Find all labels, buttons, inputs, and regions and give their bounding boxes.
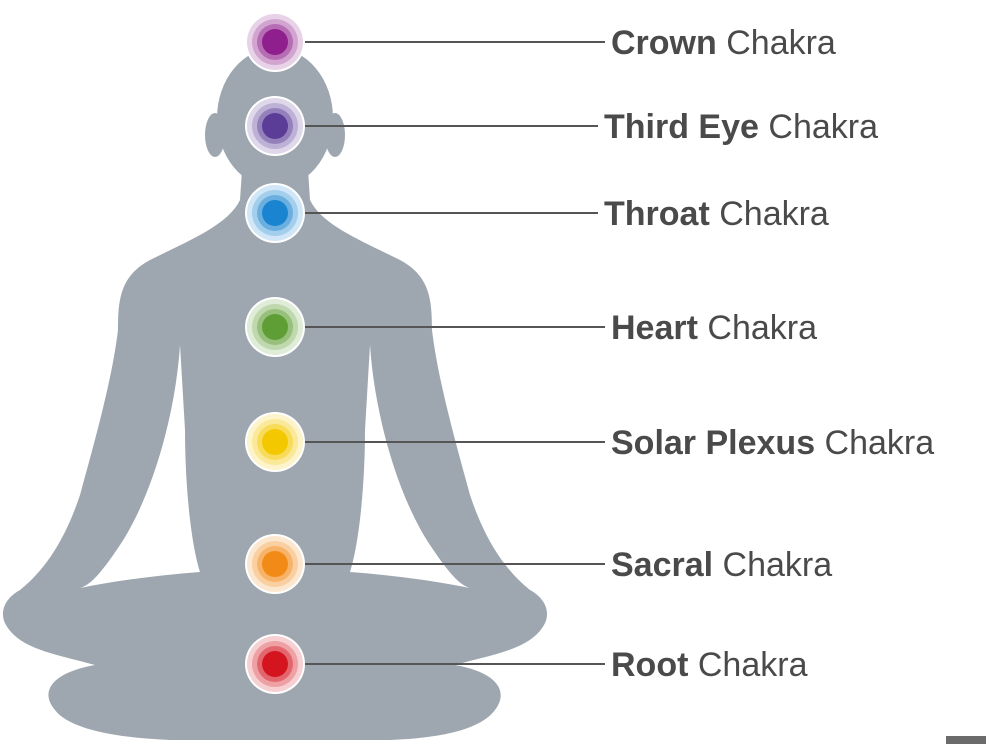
root-chakra-dot-icon bbox=[245, 634, 305, 694]
chakra-name: Third Eye bbox=[604, 108, 759, 146]
chakra-item: Heart Chakra bbox=[245, 297, 817, 357]
chakra-label: Crown Chakra bbox=[611, 24, 836, 62]
chakra-suffix: Chakra bbox=[688, 646, 807, 684]
chakra-label: Sacral Chakra bbox=[611, 546, 832, 584]
chakra-name: Heart bbox=[611, 309, 698, 347]
right-arm-gap bbox=[350, 345, 470, 588]
chakra-label: Solar Plexus Chakra bbox=[611, 424, 934, 462]
chakra-suffix: Chakra bbox=[717, 24, 836, 62]
heart-chakra-dot-icon bbox=[245, 297, 305, 357]
chakra-name: Root bbox=[611, 646, 688, 684]
chakra-item: Third Eye Chakra bbox=[245, 96, 878, 156]
chakra-label: Throat Chakra bbox=[604, 195, 829, 233]
chakra-item: Sacral Chakra bbox=[245, 534, 832, 594]
chakra-name: Sacral bbox=[611, 546, 713, 584]
corner-mark bbox=[946, 736, 986, 744]
figure-right-ear bbox=[325, 113, 345, 157]
chakra-item: Throat Chakra bbox=[245, 183, 829, 243]
crown-chakra-dot-icon bbox=[245, 12, 305, 72]
arm-gaps bbox=[80, 345, 470, 588]
figure-left-ear bbox=[205, 113, 225, 157]
solar-plexus-chakra-dot-icon bbox=[245, 412, 305, 472]
chakra-item: Root Chakra bbox=[245, 634, 808, 694]
chakra-label: Heart Chakra bbox=[611, 309, 817, 347]
third-eye-chakra-dot-icon bbox=[245, 96, 305, 156]
chakra-suffix: Chakra bbox=[759, 108, 878, 146]
chakra-suffix: Chakra bbox=[713, 546, 832, 584]
chakra-name: Throat bbox=[604, 195, 710, 233]
chakra-name: Crown bbox=[611, 24, 717, 62]
left-arm-gap bbox=[80, 345, 200, 588]
throat-chakra-dot-icon bbox=[245, 183, 305, 243]
sacral-chakra-dot-icon bbox=[245, 534, 305, 594]
chakra-item: Crown Chakra bbox=[245, 12, 836, 72]
chakra-name: Solar Plexus bbox=[611, 424, 815, 462]
chakra-label: Root Chakra bbox=[611, 646, 808, 684]
chakra-item: Solar Plexus Chakra bbox=[245, 412, 934, 472]
chakra-suffix: Chakra bbox=[698, 309, 817, 347]
chakra-suffix: Chakra bbox=[815, 424, 934, 462]
chakra-suffix: Chakra bbox=[710, 195, 829, 233]
chakra-label: Third Eye Chakra bbox=[604, 108, 878, 146]
